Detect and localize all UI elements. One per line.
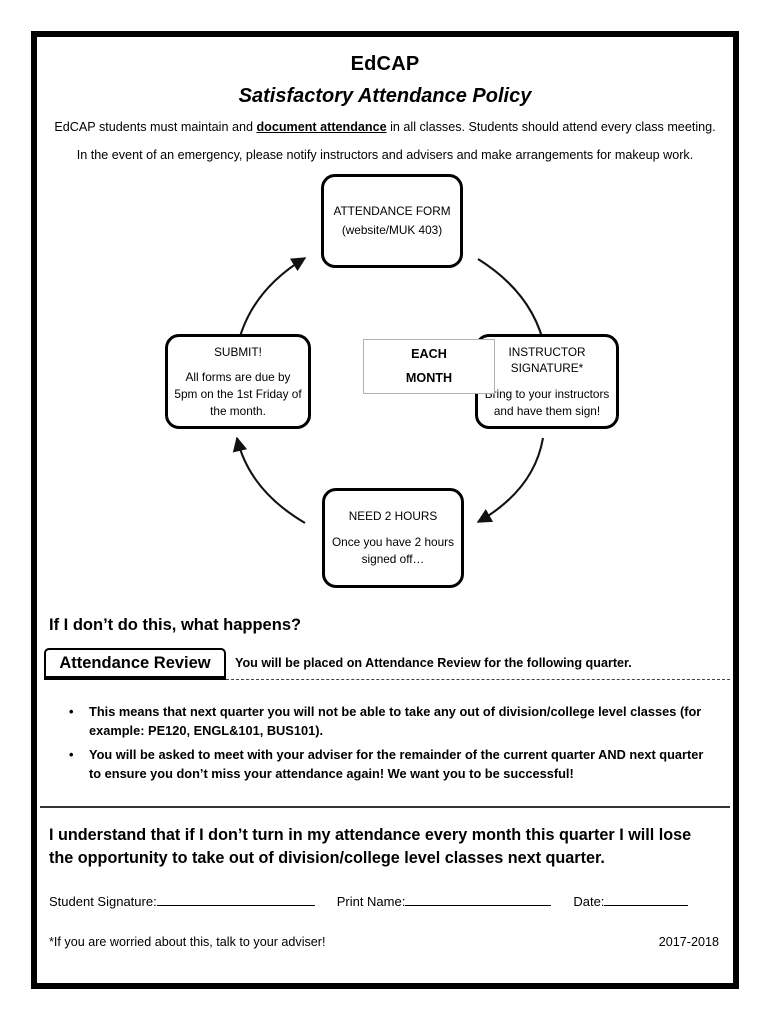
node-submit-body: All forms are due by 5pm on the 1st Frid… [174, 370, 302, 418]
attendance-review-underline [44, 678, 226, 680]
center-label-line-2: MONTH [405, 370, 453, 385]
document-page-border: EdCAP Satisfactory Attendance Policy EdC… [31, 31, 739, 989]
section-divider-dotted [226, 679, 730, 680]
consequences-heading: If I don’t do this, what happens? [49, 616, 302, 634]
signature-line-row: Student Signature: Print Name: Date: [49, 894, 721, 909]
intro-paragraph-2: In the event of an emergency, please not… [76, 148, 694, 162]
diagram-node-submit: SUBMIT! All forms are due by 5pm on the … [165, 334, 311, 429]
attendance-review-badge: Attendance Review [44, 648, 226, 678]
monthly-cycle-diagram: ATTENDANCE FORM (website/MUK 403) INSTRU… [37, 170, 733, 600]
document-body: EdCAP Satisfactory Attendance Policy EdC… [37, 37, 733, 983]
acknowledgement-statement: I understand that if I don’t turn in my … [49, 825, 692, 867]
node-need-hours-body: Once you have 2 hours signed off… [332, 535, 454, 566]
intro-text-before: EdCAP students must maintain and [54, 120, 257, 134]
student-signature-field[interactable] [156, 904, 315, 906]
node-attendance-form-head: ATTENDANCE FORM [333, 204, 451, 219]
document-subtitle: Satisfactory Attendance Policy [238, 85, 532, 107]
diagram-node-need-2-hours: NEED 2 HOURS Once you have 2 hours signe… [322, 488, 464, 588]
footer-year: 2017-2018 [658, 934, 719, 949]
date-label: Date: [573, 893, 605, 909]
footer-note: *If you are worried about this, talk to … [49, 934, 326, 949]
node-need-hours-head: NEED 2 HOURS [348, 509, 438, 524]
node-instructor-signature-body: Bring to your instructors and have them … [484, 387, 610, 418]
diagram-node-attendance-form: ATTENDANCE FORM (website/MUK 403) [321, 174, 463, 268]
arrow-hours-to-submit [232, 436, 306, 524]
document-title: EdCAP [350, 53, 420, 75]
student-signature-label: Student Signature: [49, 893, 157, 909]
center-label-line-1: EACH [411, 346, 447, 361]
attendance-review-description: You will be placed on Attendance Review … [235, 656, 632, 670]
list-item: This means that next quarter you will no… [69, 702, 707, 741]
node-attendance-form-body: (website/MUK 403) [341, 223, 443, 237]
attendance-review-row: Attendance Review You will be placed on … [37, 648, 733, 680]
print-name-label: Print Name: [336, 893, 406, 909]
consequences-list: This means that next quarter you will no… [37, 702, 733, 784]
diagram-node-instructor-signature: INSTRUCTOR SIGNATURE* Bring to your inst… [475, 334, 619, 429]
print-name-field[interactable] [405, 904, 552, 906]
date-field[interactable] [604, 904, 689, 906]
node-submit-head: SUBMIT! [214, 344, 262, 359]
intro-text-after: in all classes. Students should attend e… [386, 120, 716, 134]
arrow-signature-to-hours [476, 437, 545, 523]
intro-emphasis-document-attendance: document attendance [256, 120, 387, 134]
intro-paragraph-1: EdCAP students must maintain and documen… [37, 119, 733, 136]
section-divider-solid [40, 805, 730, 808]
node-instructor-signature-head: INSTRUCTOR SIGNATURE* [508, 344, 586, 376]
page-footer: *If you are worried about this, talk to … [49, 935, 721, 953]
list-item: You will be asked to meet with your advi… [69, 745, 707, 784]
diagram-center-label-each-month: EACH MONTH [363, 339, 495, 394]
